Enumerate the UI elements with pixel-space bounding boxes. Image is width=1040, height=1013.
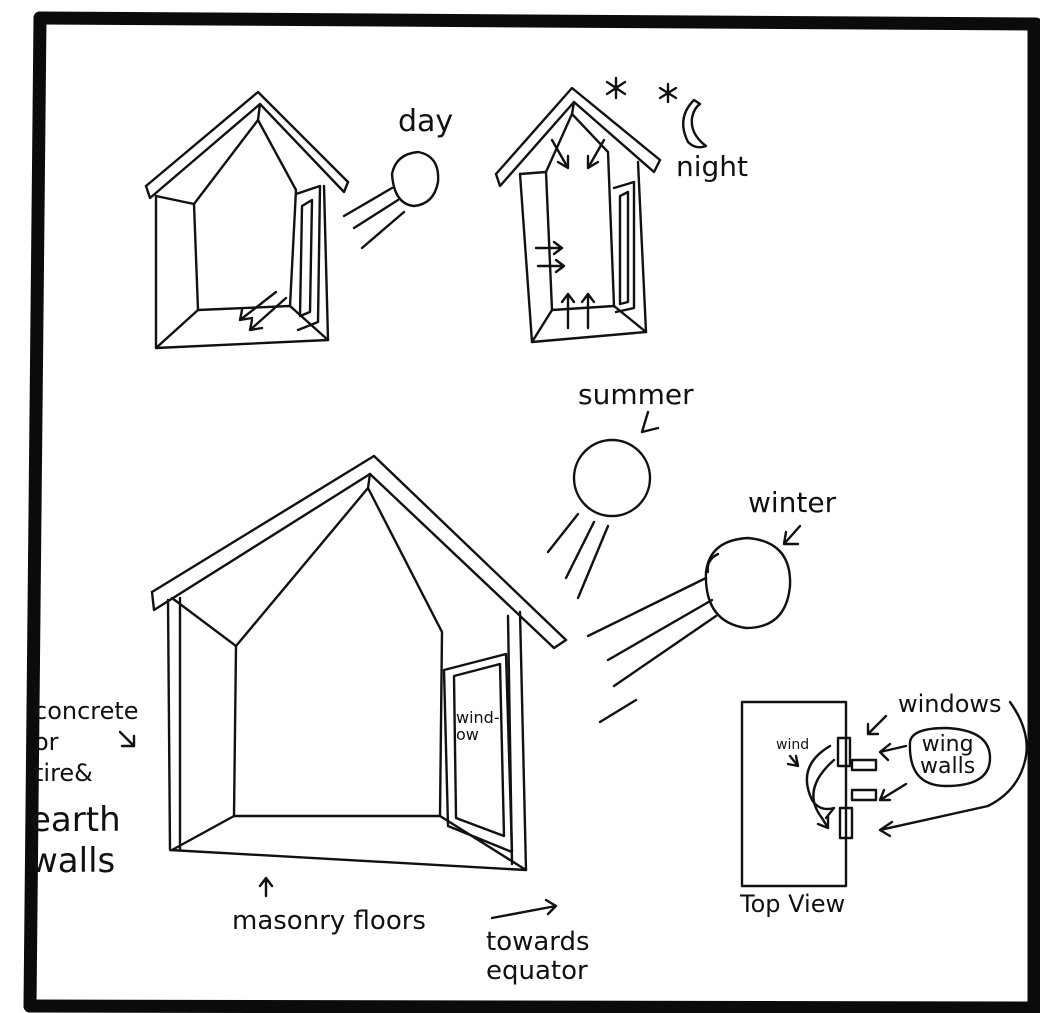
day-house bbox=[146, 92, 348, 348]
winter-label: winter bbox=[748, 488, 836, 517]
masonry-floors-label: masonry floors bbox=[232, 908, 426, 935]
summer-label: summer bbox=[578, 380, 694, 409]
summer-sun bbox=[548, 412, 658, 598]
window-label: wind- ow bbox=[456, 710, 500, 744]
wing-walls-label: wing walls bbox=[920, 734, 975, 778]
windows-label: windows bbox=[898, 692, 1002, 717]
towards-equator-label: towards equator bbox=[486, 928, 590, 985]
wind-label: wind bbox=[776, 738, 809, 753]
night-house bbox=[496, 88, 660, 342]
stars bbox=[607, 78, 676, 102]
main-house bbox=[152, 456, 566, 870]
top-view-label: Top View bbox=[740, 892, 845, 917]
annotation-arrows bbox=[120, 732, 556, 918]
day-label: day bbox=[398, 106, 453, 138]
night-heat-arrows bbox=[536, 140, 604, 328]
winter-sun bbox=[588, 526, 800, 722]
moon-icon bbox=[683, 100, 706, 147]
day-heat-arrows bbox=[240, 292, 286, 330]
top-view-diagram bbox=[742, 702, 1027, 886]
wall-material-label: concrete or tire& bbox=[34, 696, 139, 790]
day-sun bbox=[344, 152, 438, 248]
page-frame bbox=[30, 18, 1036, 1008]
night-label: night bbox=[676, 152, 748, 181]
earth-walls-label: earth walls bbox=[30, 800, 121, 882]
